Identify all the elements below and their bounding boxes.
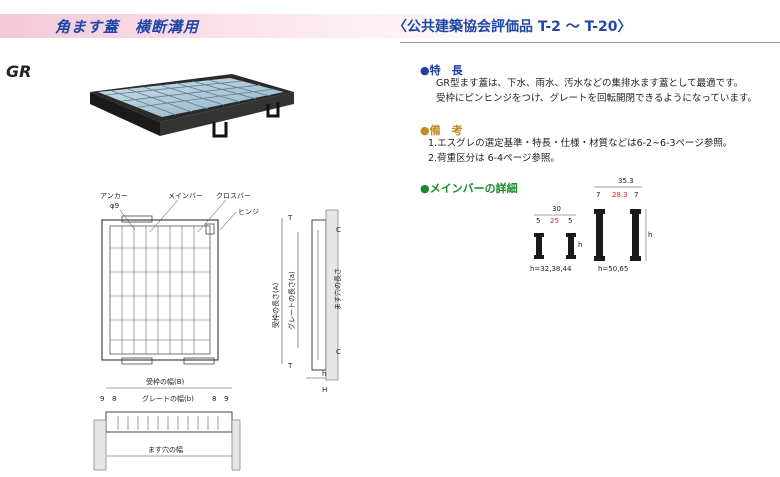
page-title: 角ます蓋 横断溝用 [55, 18, 200, 36]
large-left-label: 7 [596, 191, 600, 199]
large-right-label: 7 [634, 191, 638, 199]
dim-9-right: 9 [224, 395, 228, 403]
main-bar-heading: ●メインバーの詳細 [420, 182, 518, 195]
small-left-label: 5 [536, 217, 540, 225]
T-label-top: T [287, 214, 293, 222]
cross-bar-label: クロスバー [216, 192, 251, 200]
small-caption: h=32,38,44 [530, 265, 572, 273]
features-heading: ●特 長 [420, 64, 463, 77]
large-inner-label: 28.3 [612, 191, 628, 199]
C-label-bottom: C [336, 348, 341, 356]
large-caption: h=50,65 [598, 265, 628, 273]
notes-line-2: 2.荷重区分は 6-4ページ参照。 [428, 153, 560, 164]
C-label-top: C [336, 226, 341, 234]
dim-8-right: 8 [212, 395, 216, 403]
notes-line-1: 1.エスグレの選定基準・特長・仕様・材質などは6-2~6-3ページ参照。 [428, 138, 733, 149]
rating-label: 〈公共建築協会評価品 T-2 ～ T-20〉 [393, 19, 632, 35]
small-right-label: 5 [568, 217, 572, 225]
pit-length-label: ます穴の長さ [333, 268, 342, 310]
grate-width-label: グレートの幅(b) [142, 394, 194, 403]
frame-width-label: 受枠の幅(B) [146, 377, 185, 386]
large-h-label: h [648, 231, 652, 239]
main-bar-label: メインバー [168, 192, 203, 200]
header-divider [400, 42, 780, 43]
notes-heading: ●備 考 [420, 124, 463, 137]
dim-9-left: 9 [100, 395, 104, 403]
header-band [0, 14, 780, 38]
product-photo [90, 74, 294, 138]
grate-length-label: グレートの長さ(a) [287, 271, 296, 330]
T-label-bottom: T [287, 362, 293, 370]
large-width-label: 35.3 [618, 177, 634, 185]
small-h-label: h [578, 241, 582, 249]
anchor-phi-label: φ9 [110, 202, 119, 210]
H-label: H [322, 386, 327, 394]
hinge-label: ヒンジ [238, 208, 259, 216]
features-line-1: GR型ます蓋は、下水、雨水、汚水などの集排水ます蓋として最適です。 [436, 78, 744, 89]
dim-8-left: 8 [112, 395, 116, 403]
small-width-label: 30 [552, 205, 561, 213]
side-view-drawing: T T 受枠の長さ(A) グレートの長さ(a) ます穴の長さ C C h H [271, 209, 342, 394]
main-bar-detail-drawing: 30 5 25 5 h h=32,38,44 35.3 7 28.3 7 h h… [530, 177, 652, 273]
plan-view-drawing: アンカー φ9 メインバー クロスバー ヒンジ [100, 192, 259, 365]
h-label: h [322, 370, 326, 378]
small-inner-label: 25 [550, 217, 559, 225]
pit-width-label: ます穴の幅 [148, 445, 183, 454]
features-line-2: 受枠にピンヒンジをつけ、グレートを回転開閉できるようになっています。 [436, 93, 757, 104]
anchor-label: アンカー [100, 192, 128, 200]
product-code: GR [6, 62, 32, 81]
frame-length-label: 受枠の長さ(A) [271, 282, 280, 328]
section-drawing: 受枠の幅(B) 9 8 グレートの幅(b) 8 9 ます穴の幅 [93, 377, 241, 471]
page-header: 角ます蓋 横断溝用 〈公共建築協会評価品 T-2 ～ T-20〉 [0, 6, 780, 46]
